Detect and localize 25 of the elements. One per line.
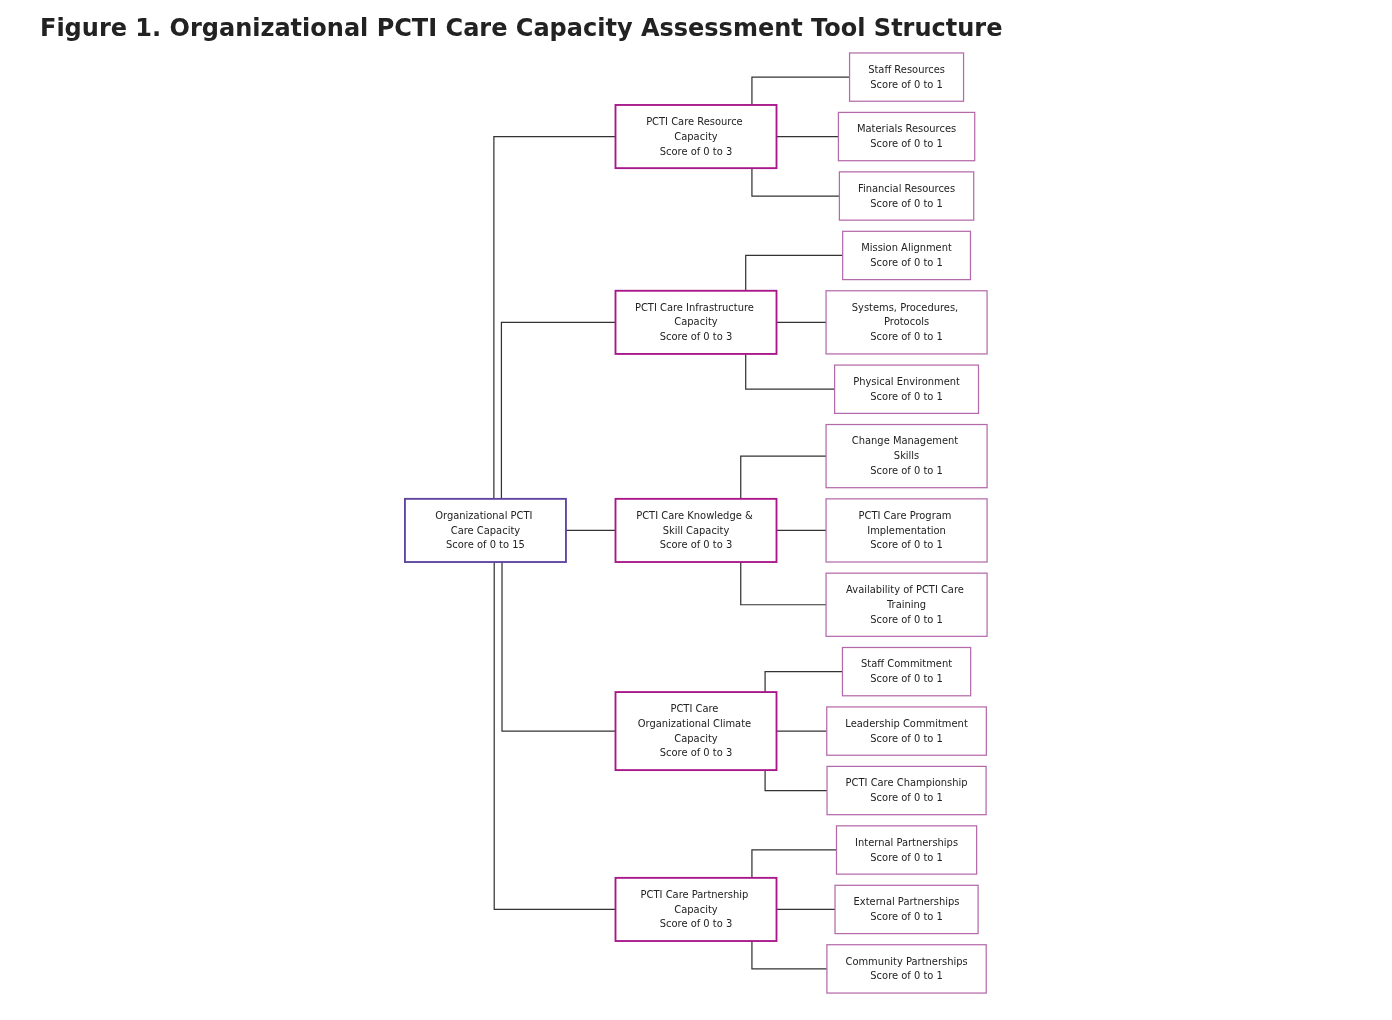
connector	[740, 455, 827, 500]
node-box: Staff Resources Score of 0 to 1	[848, 52, 965, 102]
node-box: Change Management Skills Score of 0 to 1	[825, 423, 988, 489]
node-box: Leadership Commitment Score of 0 to 1	[826, 706, 987, 756]
node-box: External Partnerships Score of 0 to 1	[834, 884, 979, 935]
node-box: PCTI Care Infrastructure Capacity Score of 0 to 3	[614, 289, 778, 355]
node-box: Systems, Procedures, Protocols Score of 0 to 1	[825, 290, 988, 355]
node-box: PCTI Care Championship Score of 0 to 1	[826, 765, 987, 816]
node-box: Community Partnerships Score of 0 to 1	[826, 944, 987, 994]
node-box: Organizational PCTI Care Capacity Score of 0 to 15	[404, 497, 567, 563]
node-box: Staff Commitment Score of 0 to 1	[841, 646, 972, 697]
node-box: Financial Resources Score of 0 to 1	[838, 171, 975, 221]
node-box: Mission Alignment Score of 0 to 1	[842, 230, 972, 281]
node-box: PCTI Care Knowledge & Skill Capacity Score of 0 to 3	[614, 497, 778, 563]
connector	[740, 561, 827, 606]
node-box: PCTI Care Partnership Capacity Score of 0 to 3	[614, 876, 778, 942]
node-box: Physical Environment Score of 0 to 1	[834, 364, 980, 414]
connector	[764, 769, 828, 792]
node-box: PCTI Care Resource Capacity Score of 0 to 3	[614, 104, 778, 170]
node-box: PCTI Care Program Implementation Score of 0 to 1	[825, 498, 988, 563]
node-box: PCTI Care Organizational Climate Capacity Score of 0 to 3	[614, 691, 778, 772]
node-box: Materials Resources Score of 0 to 1	[837, 111, 976, 162]
figure-title: Figure 1. Organizational PCTI Care Capacity Assessment Tool Structure	[40, 14, 1004, 42]
node-box: Availability of PCTI Care Training Score of 0 to 1	[825, 572, 988, 637]
node-box: Internal Partnerships Score of 0 to 1	[835, 825, 978, 875]
